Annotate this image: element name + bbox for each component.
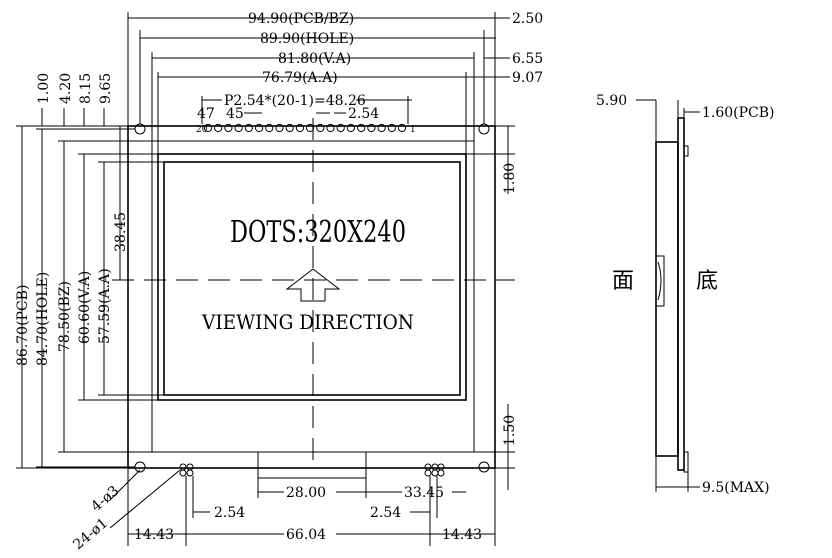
dim-pcb-height: 86.70(PCB) bbox=[15, 285, 31, 366]
top-pin bbox=[346, 123, 355, 133]
viewing-direction-label: VIEWING DIRECTION bbox=[201, 310, 414, 334]
pcb-outline bbox=[127, 125, 496, 469]
dim-8-15: 8.15 bbox=[78, 73, 94, 104]
top-dimensions: 94.90(PCB/BZ) 89.90(HOLE) 81.80(V.A) 76.… bbox=[127, 11, 543, 154]
dim-bz-height: 78.50(BZ) bbox=[57, 281, 73, 352]
dim-hole-dia: 4-ø3 bbox=[88, 483, 122, 515]
top-pin-row bbox=[203, 123, 407, 133]
top-pin bbox=[397, 123, 407, 133]
side-body bbox=[655, 141, 679, 457]
top-pin bbox=[234, 123, 243, 133]
side-latch bbox=[655, 255, 665, 307]
dim-va-width: 81.80(V.A) bbox=[278, 51, 351, 67]
dim-38-45: 38.45 bbox=[113, 212, 129, 252]
top-pin bbox=[377, 123, 386, 133]
dim-9-5-max: 9.5(MAX) bbox=[702, 480, 770, 496]
bottom-dimensions: 4-ø3 24-ø1 28.00 33.45 2.54 2.54 14.43 6… bbox=[70, 468, 496, 553]
dim-1-50: 1.50 bbox=[502, 415, 518, 446]
bottom-pin-left bbox=[179, 463, 194, 477]
dim-pcb-bz: 94.90(PCB/BZ) bbox=[248, 11, 354, 27]
top-pin bbox=[326, 123, 335, 133]
dim-hole-height: 84.70(HOLE) bbox=[35, 272, 51, 366]
dim-pin-dia: 24-ø1 bbox=[70, 515, 111, 553]
top-pin bbox=[203, 123, 213, 133]
pin-label-47: 47 bbox=[197, 106, 215, 122]
top-pin bbox=[275, 123, 284, 133]
top-pin bbox=[244, 123, 253, 133]
pin-label-45: 45 bbox=[226, 106, 244, 122]
dim-14-43-left: 14.43 bbox=[134, 527, 174, 543]
top-pin bbox=[224, 123, 233, 133]
dim-2-50: 2.50 bbox=[512, 11, 543, 27]
dim-1-00: 1.00 bbox=[36, 73, 52, 104]
top-pin bbox=[285, 123, 294, 133]
dots-label: DOTS:320X240 bbox=[230, 215, 406, 250]
right-dimensions: 1.80 1.50 bbox=[466, 125, 518, 490]
side-view: 5.90 1.60(PCB) 9.5(MAX) 面 底 bbox=[596, 93, 775, 496]
side-pcb bbox=[677, 117, 685, 471]
bottom-label: 底 bbox=[696, 269, 718, 294]
viewing-arrow bbox=[285, 268, 341, 302]
top-pin bbox=[387, 123, 396, 133]
bottom-pin-right bbox=[424, 463, 445, 477]
top-pin bbox=[295, 123, 304, 133]
dim-1-60-pcb: 1.60(PCB) bbox=[702, 105, 775, 121]
top-pin bbox=[316, 123, 325, 133]
top-pin bbox=[367, 123, 376, 133]
dim-aa-width: 76.79(A.A) bbox=[262, 70, 338, 86]
dim-9-07: 9.07 bbox=[512, 70, 543, 86]
dim-2-54-right: 2.54 bbox=[370, 505, 401, 521]
dim-9-65: 9.65 bbox=[98, 73, 114, 104]
dim-66-04: 66.04 bbox=[286, 527, 326, 543]
dim-33-45: 33.45 bbox=[404, 485, 444, 501]
viewing-area bbox=[157, 153, 467, 401]
top-pin bbox=[255, 123, 264, 133]
dim-5-90: 5.90 bbox=[596, 93, 627, 109]
left-dimensions: 1.00 4.20 8.15 9.65 86.70(PCB) 84.70(HOL… bbox=[15, 73, 164, 469]
dim-va-height: 60.60(V.A) bbox=[77, 271, 93, 344]
top-pin bbox=[357, 123, 366, 133]
pin-first-label: 20 bbox=[196, 125, 208, 135]
dim-hole-width: 89.90(HOLE) bbox=[260, 31, 354, 47]
front-view: DOTS:320X240 VIEWING DIRECTION bbox=[112, 118, 515, 479]
face-label: 面 bbox=[612, 269, 634, 294]
dim-14-43-right: 14.43 bbox=[442, 527, 482, 543]
dim-2-54-left: 2.54 bbox=[214, 505, 245, 521]
top-pin bbox=[306, 123, 315, 133]
mount-hole-br bbox=[478, 461, 490, 473]
dim-6-55: 6.55 bbox=[512, 51, 543, 67]
dim-1-80: 1.80 bbox=[502, 163, 518, 194]
top-pin bbox=[265, 123, 274, 133]
dim-pitch: P2.54*(20-1)=48.26 bbox=[224, 93, 366, 109]
dim-28-00: 28.00 bbox=[286, 485, 326, 501]
dim-aa-height: 57.59(A.A) bbox=[97, 268, 113, 344]
bottom-tab bbox=[257, 452, 367, 479]
dim-4-20: 4.20 bbox=[58, 73, 74, 104]
top-pin bbox=[336, 123, 345, 133]
active-area bbox=[163, 161, 461, 396]
pin-last-label: 1 bbox=[410, 125, 416, 135]
dim-pitch-2-54: 2.54 bbox=[348, 106, 379, 122]
top-pin bbox=[214, 123, 223, 133]
